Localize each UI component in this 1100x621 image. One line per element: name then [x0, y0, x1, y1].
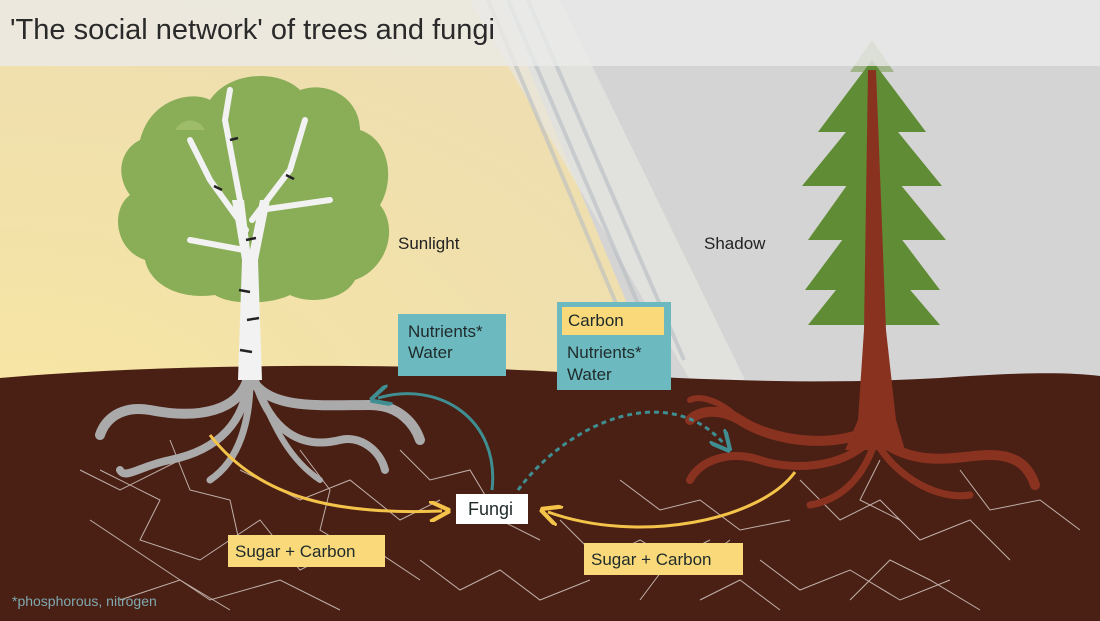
carbon-label: Carbon — [562, 307, 664, 335]
birch-foliage — [118, 76, 390, 303]
arrow-birch-to-fungi — [208, 434, 442, 512]
pine-trunk — [845, 70, 905, 450]
sunlight-beam — [470, 0, 745, 380]
arrow-fungi-to-pine — [516, 410, 725, 491]
nutrients-label: Nutrients* — [567, 343, 642, 362]
arrow-fungi-to-birch — [378, 394, 495, 491]
page-title: 'The social network' of trees and fungi — [10, 14, 495, 46]
birch-trunk — [232, 200, 270, 380]
footnote: *phosphorous, nitrogen — [12, 593, 157, 609]
shadow-label: Shadow — [704, 234, 766, 253]
nutrients-label: Nutrients* — [408, 322, 483, 341]
nutrients-water-box-left: Nutrients* Water — [398, 314, 506, 376]
birch-tree — [118, 76, 390, 380]
pine-tree — [802, 40, 946, 450]
arrow-pine-to-fungi — [548, 471, 797, 529]
carbon-nutrients-water-box-right: Carbon Nutrients* Water — [557, 302, 671, 390]
sugar-carbon-label-right: Sugar + Carbon — [584, 543, 743, 575]
mycelium-network — [79, 439, 1081, 611]
title-bar — [0, 0, 1100, 66]
fungi-label: Fungi — [456, 494, 528, 524]
sunlight-label: Sunlight — [398, 234, 460, 253]
birch-roots — [95, 373, 425, 484]
water-label: Water — [567, 365, 612, 384]
sugar-carbon-label-left: Sugar + Carbon — [228, 535, 385, 567]
pine-roots — [685, 395, 1040, 509]
water-label: Water — [408, 343, 453, 362]
